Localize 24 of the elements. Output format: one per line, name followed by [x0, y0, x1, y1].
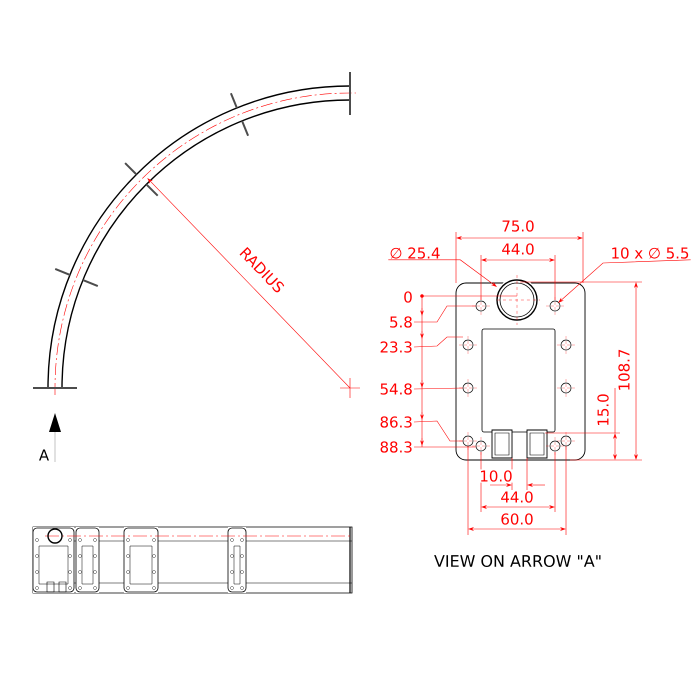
leader-line [558, 260, 691, 303]
leader-line [414, 420, 464, 442]
dimension-label: 60.0 [501, 513, 533, 525]
leader-line [414, 446, 476, 448]
caption: VIEW ON ARROW "A" [434, 554, 600, 568]
dimension-label: 108.7 [618, 350, 630, 390]
dimension-label: 44.0 [502, 243, 534, 255]
dimension-label: 15.0 [597, 394, 609, 425]
dimension-label: 5.8 [390, 316, 412, 328]
dimension-label: 44.0 [501, 491, 533, 503]
dimension-label: 86.3 [380, 416, 412, 428]
dimension-label: ∅ 25.4 [390, 247, 440, 259]
dimension-label: 10 x ∅ 5.5 [612, 247, 688, 259]
leader-line [388, 260, 497, 287]
leader-line [414, 388, 464, 390]
dimension-label: 54.8 [380, 383, 412, 395]
dimension-label: 0 [404, 291, 412, 303]
dimension-label: 88.3 [380, 441, 412, 453]
dimension-label: 23.3 [380, 341, 412, 353]
leader-line [414, 336, 464, 348]
dimension-label: 10.0 [478, 469, 514, 483]
leader-line [414, 306, 476, 322]
dimension-label: 75.0 [502, 220, 534, 232]
view-label: A [39, 450, 49, 460]
